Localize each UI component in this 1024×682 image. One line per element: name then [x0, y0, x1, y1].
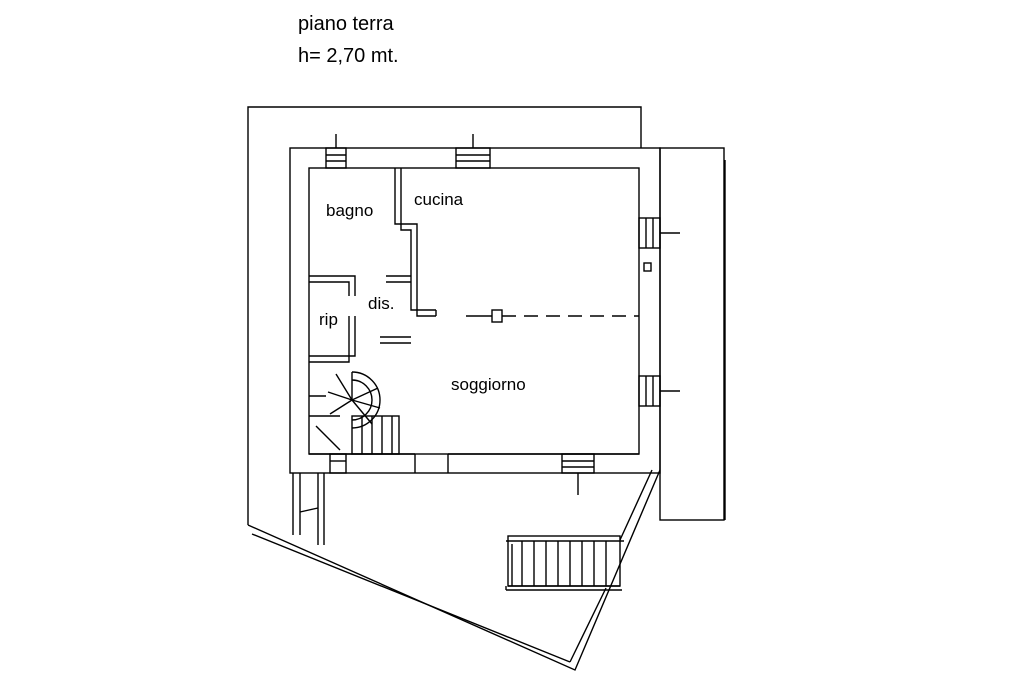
- terrace-boundary: [247, 469, 661, 671]
- room-label-rip: rip: [319, 310, 338, 329]
- plan-title: piano terra: [298, 13, 394, 35]
- rip-wall: [309, 275, 356, 296]
- side-annex: [659, 147, 725, 521]
- exterior-staircase: [505, 535, 624, 591]
- room-label-cucina: cucina: [414, 190, 464, 209]
- room-label-dis: dis.: [368, 294, 394, 313]
- spiral-staircase: [309, 371, 400, 455]
- plot-boundary: [247, 106, 642, 525]
- window-bottom-left: [329, 453, 347, 474]
- window-top-center: [455, 134, 491, 169]
- window-bottom-center: [561, 453, 595, 495]
- window-right-lower: [638, 375, 680, 407]
- bagno-wall: [394, 168, 436, 317]
- building-outer-wall: [289, 147, 661, 474]
- plan-linework: [247, 106, 726, 671]
- terrace-inner-edge: [251, 533, 571, 663]
- room-label-bagno: bagno: [326, 201, 373, 220]
- room-label-soggiorno: soggiorno: [451, 375, 526, 394]
- window-top-left: [325, 134, 347, 169]
- window-right-upper: [638, 217, 680, 249]
- ceiling-height-label: h= 2,70 mt.: [298, 45, 399, 67]
